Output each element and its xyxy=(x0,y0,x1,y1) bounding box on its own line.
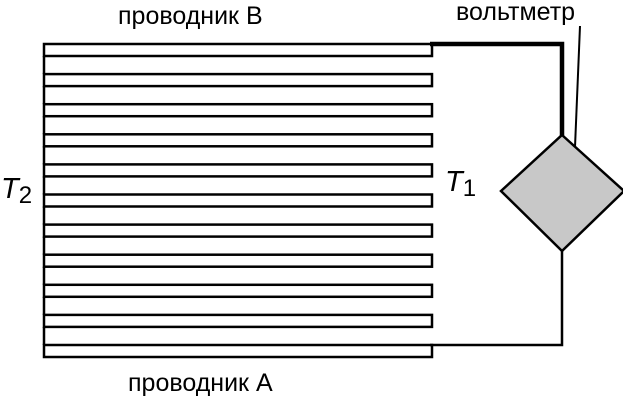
conductor-strip xyxy=(42,343,434,359)
conductor-a-lead-wire xyxy=(430,250,564,347)
conductor-b-lead-wire xyxy=(430,41,565,147)
conductor-strip xyxy=(42,253,434,268)
conductor-strip xyxy=(42,42,434,58)
conductor-a-label: проводник A xyxy=(128,369,273,397)
voltmeter-symbol xyxy=(499,133,623,253)
t2-subscript: 2 xyxy=(18,182,33,209)
voltmeter-leader-line xyxy=(574,25,581,148)
conductor-strip xyxy=(42,283,434,299)
temperature-t1-label: T1 xyxy=(445,168,476,201)
conductor-strip xyxy=(42,193,434,208)
temperature-t2-label: T2 xyxy=(1,175,32,208)
conductor-strip xyxy=(42,223,434,238)
t2-symbol: T xyxy=(1,173,19,205)
conductor-strip xyxy=(42,163,434,178)
conductor-b-label: проводник B xyxy=(118,2,263,30)
conductor-strip xyxy=(42,102,434,118)
conductor-strip xyxy=(42,133,434,148)
t1-subscript: 1 xyxy=(462,175,477,202)
conductor-strips xyxy=(42,42,434,359)
conductor-strip xyxy=(42,72,434,88)
voltmeter-label: вольтметр xyxy=(456,0,576,26)
t1-symbol: T xyxy=(445,166,463,198)
conductor-strip xyxy=(42,313,434,329)
